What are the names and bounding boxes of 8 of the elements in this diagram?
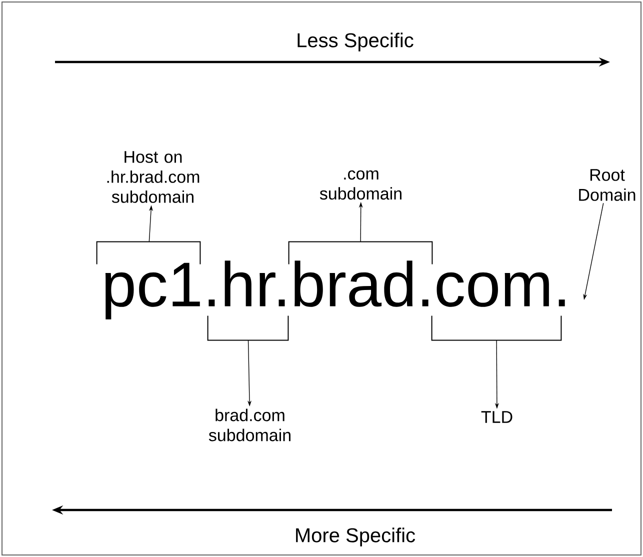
node-label: Host on .hr.brad.com subdomain <box>107 151 200 203</box>
node-label: Root Domain <box>579 169 636 201</box>
node-label: TLD <box>481 411 512 423</box>
node-label: brad.com subdomain <box>208 408 290 442</box>
node-label: .com subdomain <box>320 170 402 200</box>
direction-label: Less Specific <box>298 32 414 52</box>
direction-label: More Specific <box>296 528 416 546</box>
domain-name: pc1.hr.brad.com. <box>105 260 565 320</box>
